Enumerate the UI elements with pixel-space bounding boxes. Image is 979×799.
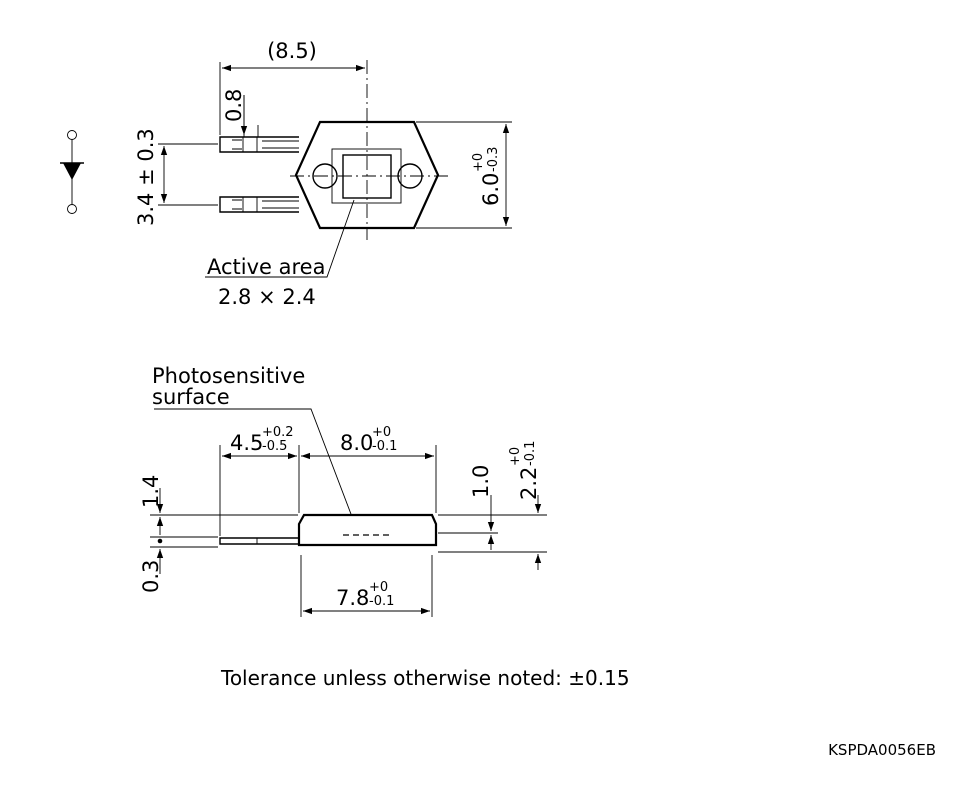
dim-lead-thickness-label: 0.3 [139,560,163,593]
drawing-code: KSPDA0056EB [828,741,936,759]
dim-width-label: (8.5) [267,39,317,63]
dim-body-bottom-tol-minus: -0.1 [369,594,394,609]
dim-body-bottom-tol-plus: +0 [369,580,388,595]
dim-height-base: 6.0 [479,173,503,206]
dim-body-top-tol-minus: -0.1 [372,439,397,454]
dim-total-height-base: 2.2 [517,467,541,500]
dim-lead-len-tol-minus: -0.5 [262,439,287,454]
lead-upper [219,136,299,153]
active-area-label: Active area [207,255,325,279]
top-view: (8.5) 0.8 3.4 ± 0.3 6.0 +0 -0.3 Active a… [134,39,512,309]
dim-height-tol-plus: +0 [471,153,486,172]
lead-lower [219,196,299,213]
package-side-body [297,513,438,547]
dim-lead-len-base: 4.5 [230,431,263,455]
photosensitive-label-line2: surface [152,385,230,409]
dim-total-height-tol-plus: +0 [508,447,523,466]
dim-lead-offset-label: 1.4 [139,475,163,508]
dim-lead-width-label: 0.8 [222,89,246,122]
dim-height-tol-minus: -0.3 [486,147,501,172]
dim-body-top-tol-plus: +0 [372,425,391,440]
dim-total-height-tol-minus: -0.1 [523,441,538,466]
dim-body-top-base: 8.0 [340,431,373,455]
photosensitive-label-line1: Photosensitive [152,364,305,388]
dim-lead-pitch-label: 3.4 ± 0.3 [134,128,158,226]
dim-lead-len-tol-plus: +0.2 [262,425,294,440]
dim-surface-height-label: 1.0 [469,465,493,498]
photodiode-symbol-icon [60,130,84,214]
active-area-value: 2.8 × 2.4 [218,285,316,309]
dim-body-bottom-base: 7.8 [336,586,369,610]
side-view: Photosensitive surface 4.5 +0.2 -0.5 8.0… [139,364,547,617]
tolerance-note: Tolerance unless otherwise noted: ±0.15 [220,666,630,690]
lead-side [219,537,299,545]
mounting-hole-left [312,163,338,189]
